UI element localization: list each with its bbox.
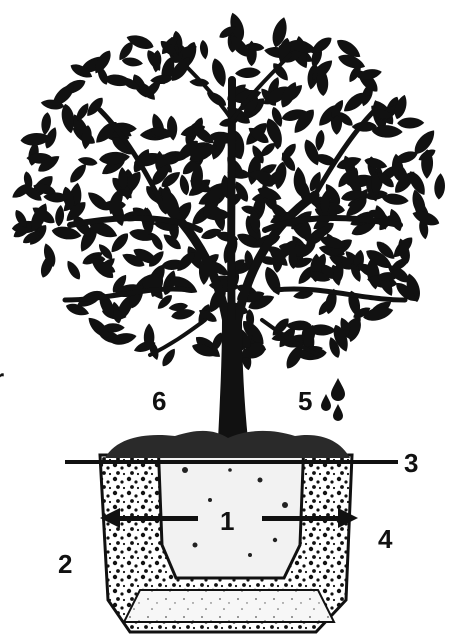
- edge-text-fragment: r: [0, 365, 4, 391]
- leaf: [54, 205, 65, 227]
- leaf: [397, 117, 424, 128]
- label-2: 2: [58, 551, 72, 577]
- leaf: [77, 155, 98, 167]
- leaf: [85, 188, 112, 214]
- leaf: [209, 57, 229, 89]
- pit-bottom-layer: [124, 590, 334, 622]
- leaf: [261, 264, 284, 297]
- water-drops-icon: [321, 378, 345, 421]
- leaf: [178, 174, 191, 197]
- label-5: 5: [298, 388, 312, 414]
- leaf: [64, 258, 83, 281]
- leaf: [199, 39, 210, 59]
- leaf: [433, 173, 445, 200]
- label-3: 3: [404, 450, 418, 476]
- label-6: 6: [152, 388, 166, 414]
- leaf: [235, 67, 261, 79]
- label-1: 1: [220, 508, 234, 534]
- label-4: 4: [378, 526, 392, 552]
